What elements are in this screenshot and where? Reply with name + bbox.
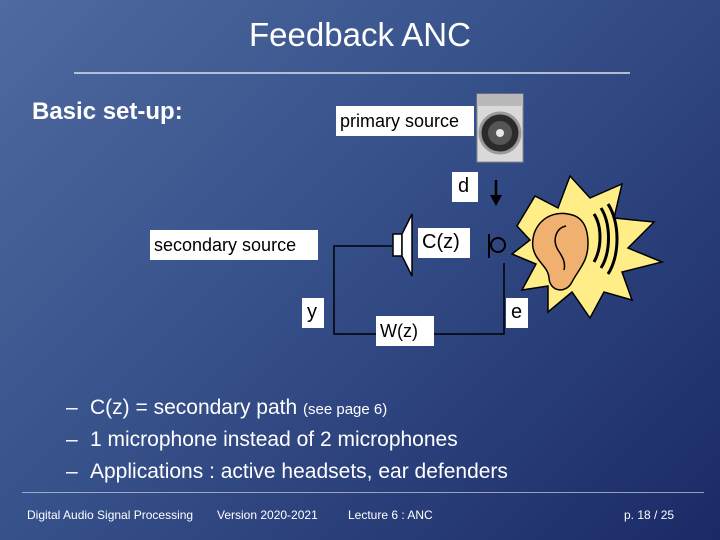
- ear-icon: [531, 212, 589, 291]
- bullet-item: –C(z) = secondary path (see page 6): [66, 392, 508, 424]
- primary-source-box: [336, 106, 474, 136]
- e-label: e: [511, 301, 523, 323]
- secondary-source-label: secondary source: [154, 235, 297, 255]
- footer-page-number: p. 18 / 25: [624, 508, 675, 522]
- secondary-source-box: [150, 230, 318, 260]
- footer-lecture: Lecture 6 : ANC: [348, 508, 433, 522]
- d-label: d: [458, 175, 470, 197]
- bullet-text: C(z) = secondary path: [90, 396, 304, 419]
- bullet-dash: –: [66, 396, 78, 419]
- jet-engine-icon: [476, 93, 524, 163]
- y-box: [302, 298, 324, 328]
- bullet-dash: –: [66, 460, 78, 483]
- speaker-icon: [392, 213, 413, 277]
- slide-title: Feedback ANC: [249, 16, 471, 53]
- footer-course: Digital Audio Signal Processing: [27, 508, 194, 522]
- signal-path: [333, 245, 505, 335]
- sound-waves-icon: [592, 203, 619, 275]
- d-arrow: [490, 180, 502, 206]
- bullet-list: –C(z) = secondary path (see page 6) –1 m…: [66, 392, 508, 488]
- title-underline: [74, 72, 630, 74]
- bullet-text: 1 microphone instead of 2 microphones: [90, 428, 458, 451]
- y-label: y: [307, 301, 317, 323]
- footer-divider: [22, 492, 704, 493]
- bullet-text: Applications : active headsets, ear defe…: [90, 460, 508, 483]
- d-box: [452, 172, 478, 202]
- bullet-item: –1 microphone instead of 2 microphones: [66, 424, 508, 456]
- cz-label: C(z): [422, 231, 460, 253]
- cz-box: [418, 228, 470, 258]
- footer-version: Version 2020-2021: [217, 508, 318, 522]
- bullet-dash: –: [66, 428, 78, 451]
- primary-source-label: primary source: [340, 111, 460, 131]
- wz-box: [376, 316, 434, 346]
- wz-label: W(z): [380, 321, 418, 341]
- bullet-item: –Applications : active headsets, ear def…: [66, 456, 508, 488]
- e-box: [506, 298, 528, 328]
- bullet-note: (see page 6): [303, 401, 388, 418]
- microphone-icon: [488, 234, 506, 258]
- setup-label: Basic set-up:: [32, 98, 183, 125]
